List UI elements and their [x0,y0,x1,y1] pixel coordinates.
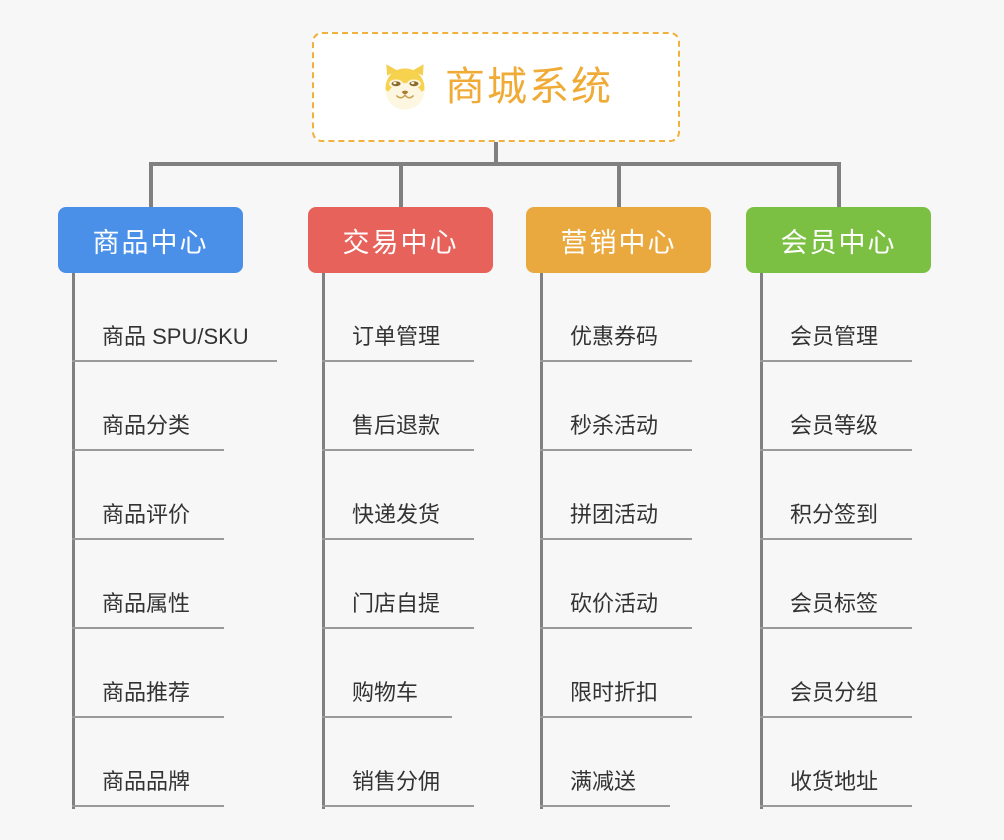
category-box-2[interactable]: 交易中心 [308,207,493,273]
list-item-label: 砍价活动 [570,591,659,616]
list-item-label: 积分签到 [790,502,879,527]
list-item-underline [540,716,692,718]
connector-drop-3 [616,162,621,208]
list-item-underline [760,449,912,451]
list-item-underline [322,805,474,807]
category-box-label: 会员中心 [780,227,897,258]
list-item-underline [72,538,224,540]
list-item-label: 满减送 [570,769,637,794]
category-box-label: 商品中心 [92,227,209,258]
list-item-underline [540,449,692,451]
category-box-3[interactable]: 营销中心 [526,207,711,273]
connector-drop-4 [836,162,841,208]
list-item-underline [322,716,452,718]
list-item-underline [540,538,692,540]
list-item-label: 购物车 [352,680,419,705]
connector-drop-1 [148,162,153,208]
list-item-underline [72,805,224,807]
category-box-4[interactable]: 会员中心 [746,207,931,273]
shiba-dog-icon [379,61,431,113]
list-item[interactable]: 优惠券码 [540,294,692,362]
column-rail [540,273,543,809]
list-item-underline [322,360,474,362]
list-item-underline [540,627,692,629]
list-item[interactable]: 秒杀活动 [540,383,692,451]
root-node-card[interactable]: 商城系统 [312,32,680,142]
list-item[interactable]: 限时折扣 [540,650,692,718]
list-item[interactable]: 积分签到 [760,472,912,540]
list-item-label: 门店自提 [352,591,441,616]
list-item-underline [72,627,224,629]
list-item[interactable]: 会员分组 [760,650,912,718]
list-item[interactable]: 商品评价 [72,472,224,540]
column-rail [72,273,75,809]
list-item[interactable]: 商品分类 [72,383,224,451]
list-item-underline [540,360,692,362]
list-item[interactable]: 商品属性 [72,561,224,629]
connector-drop-2 [398,162,403,208]
list-item-underline [322,449,474,451]
list-item-underline [322,627,474,629]
list-item-label: 售后退款 [352,413,441,438]
category-box-1[interactable]: 商品中心 [58,207,243,273]
list-item-label: 会员管理 [790,324,879,349]
list-item-underline [540,805,670,807]
list-item[interactable]: 销售分佣 [322,739,474,807]
list-item-label: 商品品牌 [102,769,191,794]
list-item[interactable]: 商品品牌 [72,739,224,807]
list-item[interactable]: 商品推荐 [72,650,224,718]
list-item[interactable]: 快递发货 [322,472,474,540]
list-item[interactable]: 砍价活动 [540,561,692,629]
list-item-label: 商品推荐 [102,680,191,705]
list-item-label: 订单管理 [352,324,441,349]
list-item-label: 会员标签 [790,591,879,616]
list-item-label: 会员等级 [790,413,879,438]
list-item[interactable]: 会员管理 [760,294,912,362]
list-item[interactable]: 拼团活动 [540,472,692,540]
connector-stem [494,142,498,164]
list-item-label: 收货地址 [790,769,879,794]
list-item-label: 秒杀活动 [570,413,659,438]
list-item[interactable]: 购物车 [322,650,452,718]
category-box-label: 交易中心 [342,227,459,258]
list-item-underline [72,716,224,718]
list-item-underline [760,538,912,540]
list-item-underline [72,449,224,451]
list-item-label: 商品评价 [102,502,191,527]
list-item-underline [72,360,277,362]
list-item-underline [760,627,912,629]
list-item-label: 商品分类 [102,413,191,438]
list-item-underline [322,538,474,540]
list-item[interactable]: 会员标签 [760,561,912,629]
list-item-underline [760,716,912,718]
list-item[interactable]: 会员等级 [760,383,912,451]
list-item[interactable]: 门店自提 [322,561,474,629]
list-item-label: 拼团活动 [570,502,659,527]
list-item[interactable]: 售后退款 [322,383,474,451]
list-item-underline [760,360,912,362]
list-item-label: 会员分组 [790,680,879,705]
list-item-label: 商品 SPU/SKU [102,324,249,349]
list-item[interactable]: 收货地址 [760,739,912,807]
page-title: 商城系统 [445,65,613,109]
list-item[interactable]: 订单管理 [322,294,474,362]
category-box-label: 营销中心 [560,227,677,258]
list-item[interactable]: 满减送 [540,739,670,807]
list-item-label: 销售分佣 [352,769,441,794]
list-item[interactable]: 商品 SPU/SKU [72,294,277,362]
list-item-underline [760,805,912,807]
column-rail [322,273,325,809]
column-rail [760,273,763,809]
connector-bus [149,162,839,166]
list-item-label: 限时折扣 [570,680,659,705]
list-item-label: 快递发货 [352,502,441,527]
list-item-label: 优惠券码 [570,324,659,349]
list-item-label: 商品属性 [102,591,191,616]
